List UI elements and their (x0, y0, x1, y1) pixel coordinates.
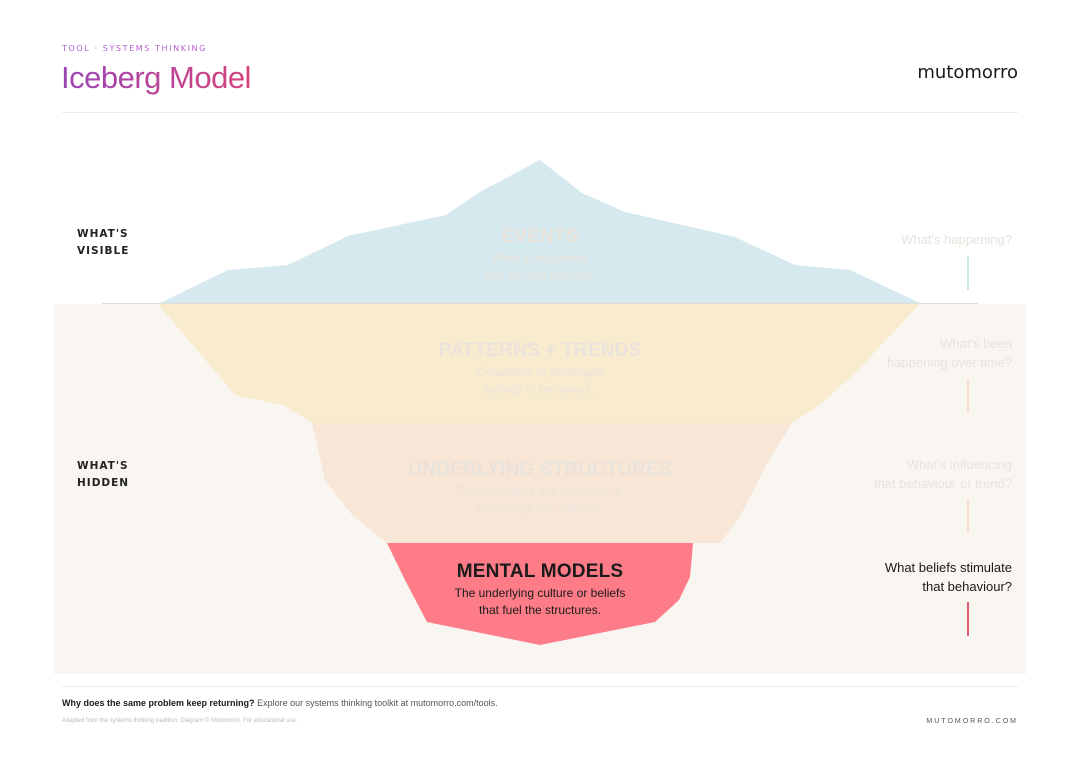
zone-label-visible-line2: VISIBLE (77, 245, 130, 257)
layer-text-mental-models: MENTAL MODELS The underlying culture or … (390, 561, 690, 619)
iceberg-layer-patterns[interactable] (158, 304, 920, 423)
question-line1: What's been (940, 336, 1012, 351)
zone-label-visible-line1: WHAT'S (77, 228, 129, 240)
zone-label-hidden-line2: HIDDEN (77, 477, 130, 489)
zone-label-hidden-line1: WHAT'S (77, 460, 129, 472)
layer-title: UNDERLYING STRUCTURES (408, 459, 672, 480)
layer-marker-patterns (967, 379, 969, 413)
layer-marker-structures (967, 499, 969, 533)
layer-description-line2: encourage the patterns. (476, 501, 604, 515)
layer-description-line1: The underlying culture or beliefs (454, 586, 626, 600)
question-line2: What's happening? (901, 232, 1012, 247)
zone-label-hidden: WHAT'S HIDDEN (77, 458, 129, 492)
question-line2: that behaviour or trend? (873, 476, 1012, 491)
layer-marker-events (967, 256, 969, 290)
question-events: What's happening? (812, 230, 1012, 249)
footer-cta-link[interactable]: Explore our systems thinking toolkit at … (257, 698, 498, 708)
iceberg-tip-events[interactable] (160, 160, 920, 303)
question-line2: happening over time? (886, 355, 1012, 370)
question-line2: that behaviour? (922, 579, 1012, 594)
page-title: Iceberg Model (61, 60, 251, 95)
eyebrow-label: TOOL · SYSTEMS THINKING (62, 44, 207, 53)
brand-logo[interactable]: mutomorro (917, 62, 1018, 83)
layer-description-line2: activity or behaviour. (485, 382, 595, 396)
layer-title: PATTERNS + TRENDS (438, 340, 642, 361)
question-mental-models: What beliefs stimulate that behaviour? (812, 558, 1012, 596)
header-divider (62, 112, 1018, 113)
zone-label-visible: WHAT'S VISIBLE (77, 226, 129, 260)
layer-marker-mental-models (967, 602, 969, 636)
footer-url[interactable]: MUTOMORRO.COM (926, 718, 1018, 725)
question-line1: What's influencing (906, 457, 1012, 472)
waterline (102, 303, 978, 304)
layer-description-line2: that we can observe. (484, 268, 596, 282)
layer-description-line1: The structures that reinforce or (457, 484, 623, 498)
layer-description-line1: What's happening (492, 251, 588, 265)
layer-description-line2: that fuel the structures. (478, 603, 602, 617)
footer-callout: Why does the same problem keep returning… (62, 698, 498, 708)
layer-description-line1: Consistent or prolonged (476, 365, 604, 379)
footer-question: Why does the same problem keep returning… (62, 698, 255, 708)
layer-text-events: EVENTS What's happening that we can obse… (390, 226, 690, 284)
question-structures: What's influencing that behaviour or tre… (812, 455, 1012, 493)
layer-text-structures: UNDERLYING STRUCTURES The structures tha… (390, 459, 690, 517)
iceberg-layer-mental-models[interactable] (387, 543, 693, 645)
layer-text-patterns: PATTERNS + TRENDS Consistent or prolonge… (390, 340, 690, 398)
question-line1: What beliefs stimulate (884, 560, 1012, 575)
layer-title: EVENTS (501, 226, 579, 247)
layer-title: MENTAL MODELS (456, 561, 624, 582)
iceberg-layer-structures[interactable] (312, 423, 792, 543)
question-patterns: What's been happening over time? (812, 334, 1012, 372)
fine-print: Adapted from the systems thinking tradit… (62, 718, 298, 724)
footer-divider (62, 686, 1018, 687)
